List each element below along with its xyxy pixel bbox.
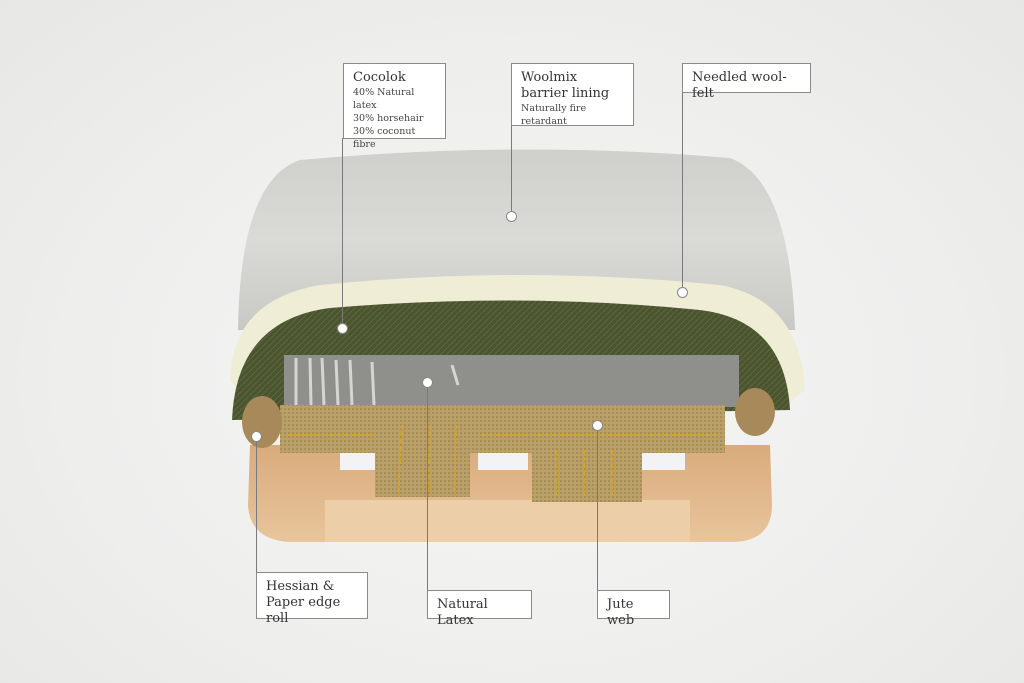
edge-roll-right (735, 388, 775, 436)
marker-hessian (251, 431, 262, 442)
leader-latex (427, 382, 428, 592)
edge-roll-left (242, 396, 282, 448)
jute-web (280, 405, 725, 453)
label-title: Woolmix barrier lining (521, 70, 610, 101)
label-details: Naturally fire retardant (521, 103, 587, 127)
label-natural-latex: Natural Latex (427, 590, 532, 628)
marker-latex (422, 377, 433, 388)
label-title: Cocolok (353, 70, 406, 85)
label-jute-web: Jute web (597, 590, 670, 628)
marker-woolmix (506, 211, 517, 222)
leader-woolmix (511, 125, 512, 215)
label-hessian-edge-roll: Hessian & Paper edge roll (256, 572, 368, 626)
label-title: Hessian & Paper edge roll (266, 579, 341, 626)
leader-hessian (256, 436, 257, 574)
marker-cocolok (337, 323, 348, 334)
marker-needled (677, 287, 688, 298)
label-details: 40% Natural latex 30% horsehair 30% coco… (353, 87, 424, 150)
label-cocolok: Cocolok 40% Natural latex 30% horsehair … (343, 63, 446, 150)
marker-jute (592, 420, 603, 431)
label-needled-wool-felt: Needled wool-felt (682, 63, 811, 101)
leader-needled (682, 92, 683, 292)
label-woolmix: Woolmix barrier lining Naturally fire re… (511, 63, 634, 127)
label-title: Jute web (607, 597, 635, 628)
leader-cocolok (342, 138, 343, 328)
label-title: Natural Latex (437, 597, 488, 628)
leader-jute (597, 425, 598, 592)
label-title: Needled wool-felt (692, 70, 787, 101)
latex-layer (284, 355, 739, 407)
